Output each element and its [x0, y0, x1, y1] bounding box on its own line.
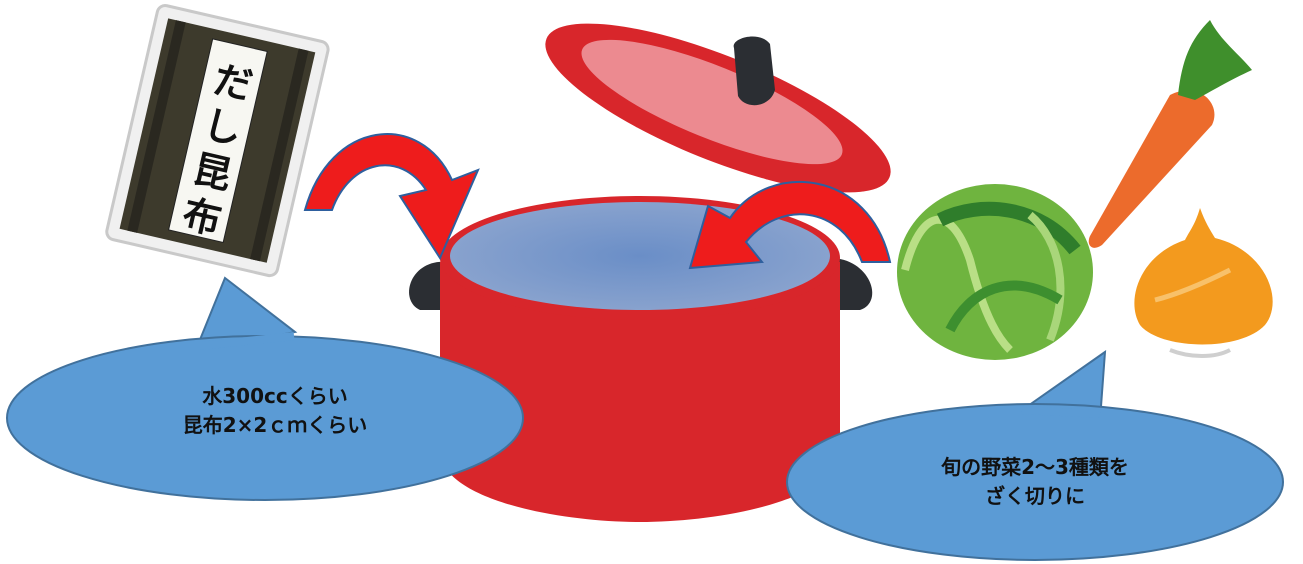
cabbage-icon [897, 184, 1093, 360]
carrot-icon [1089, 20, 1252, 248]
right-bubble-line: 旬の野菜2〜3種類を [830, 453, 1240, 482]
left-bubble-line: 水300ccくらい [60, 382, 490, 411]
right-bubble-text: 旬の野菜2〜3種類を ざく切りに [830, 453, 1240, 511]
right-bubble-line: ざく切りに [830, 482, 1240, 511]
left-bubble-text: 水300ccくらい 昆布2×2ｃｍくらい [60, 382, 490, 440]
left-bubble-line: 昆布2×2ｃｍくらい [60, 411, 490, 440]
pot-lid-icon [527, 0, 909, 226]
onion-icon [1134, 208, 1272, 356]
